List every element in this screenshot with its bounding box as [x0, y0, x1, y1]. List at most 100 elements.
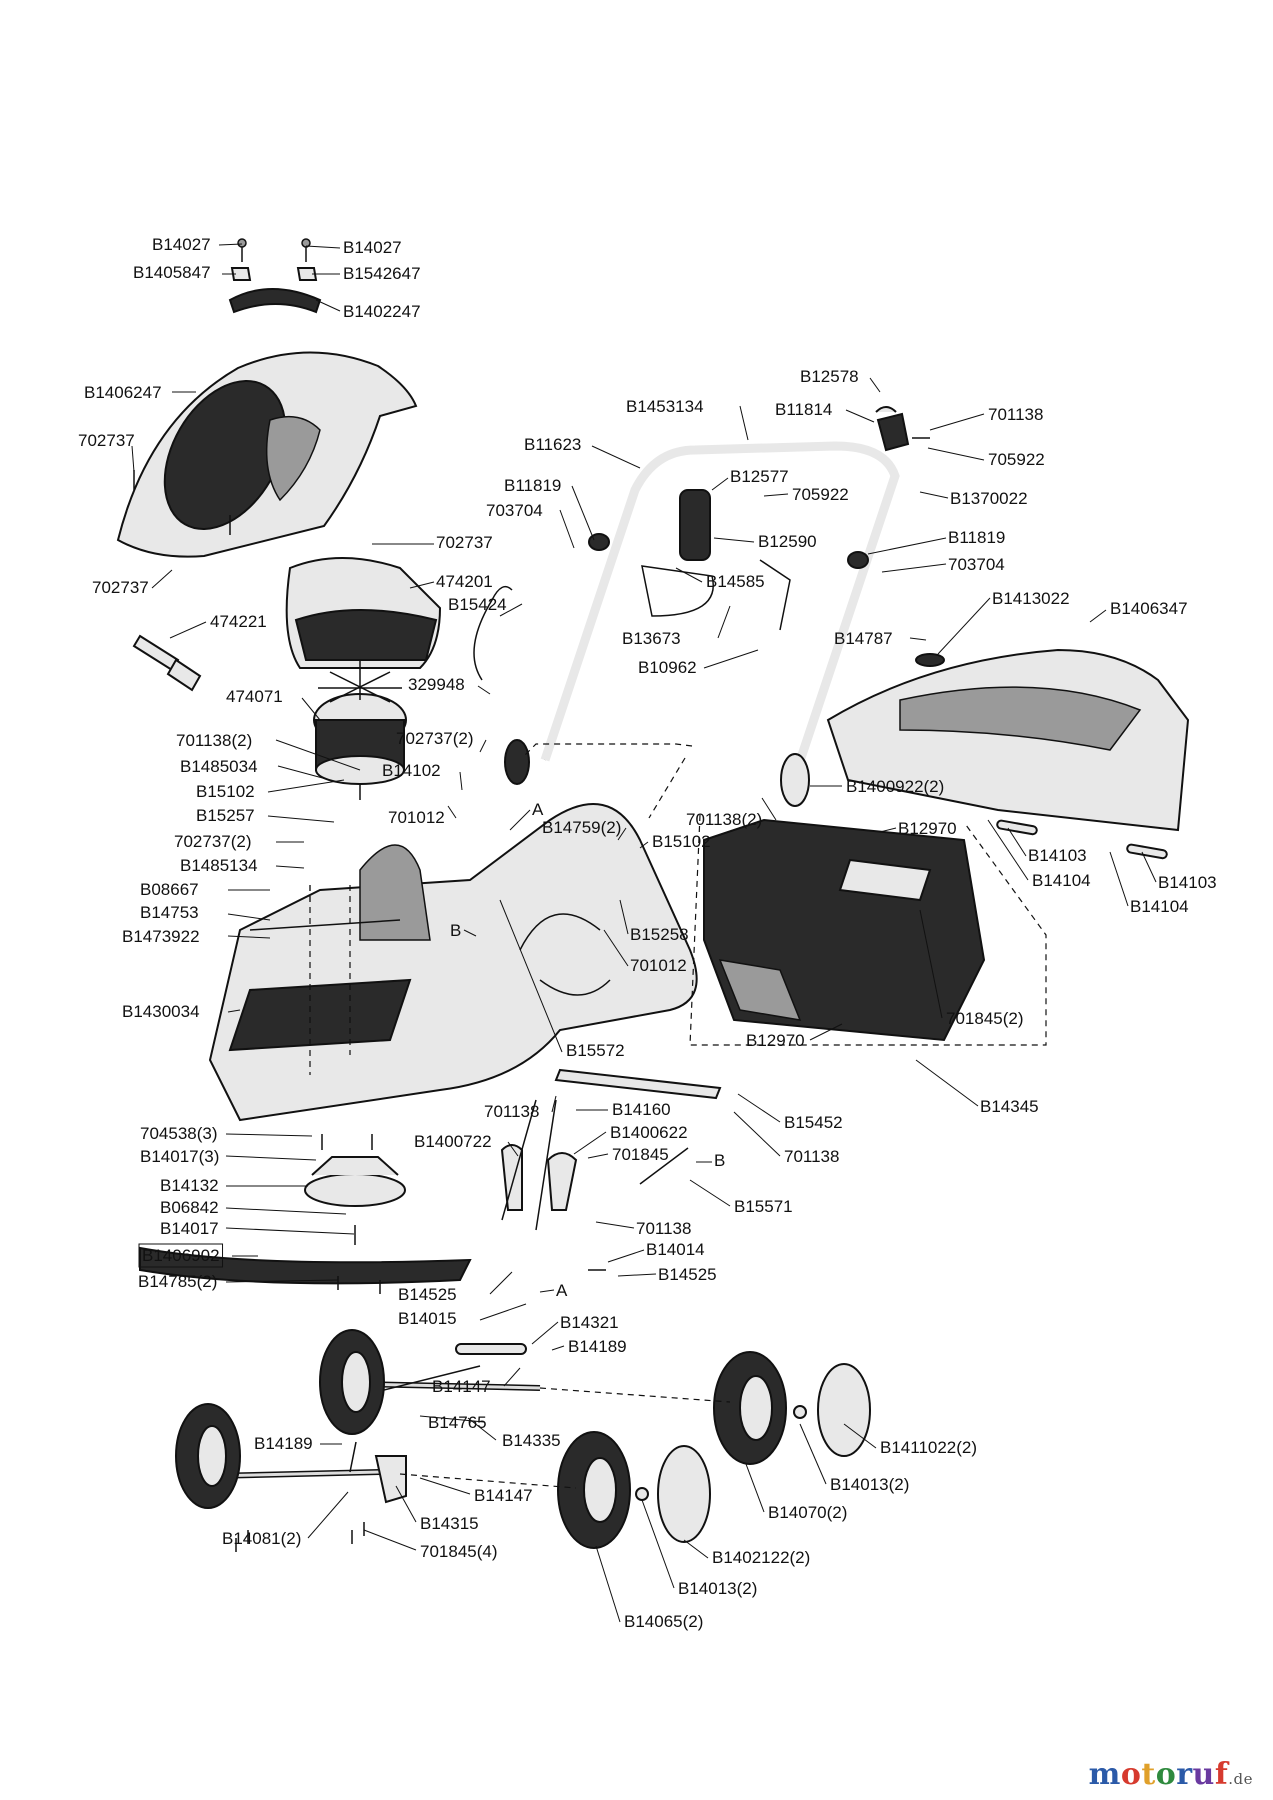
leader-line	[218, 243, 243, 246]
leader-line	[603, 929, 629, 967]
leader-line	[267, 815, 335, 823]
leader-line	[275, 865, 305, 869]
part-label-b08667: B08667	[140, 880, 199, 899]
leader-line	[227, 935, 271, 939]
watermark-letter: t	[1141, 1757, 1156, 1792]
leader-line	[539, 1289, 555, 1293]
part-label-b14102: B14102	[382, 761, 441, 780]
part-label-b14585: B14585	[706, 572, 765, 591]
part-label-a: A	[532, 800, 544, 819]
boxed-label-frame	[138, 1243, 224, 1268]
part-label-b14189: B14189	[254, 1434, 313, 1453]
leader-line	[595, 1545, 621, 1623]
leader-line	[587, 1153, 609, 1159]
part-label-b14014: B14014	[646, 1240, 705, 1259]
part-label-b14070-2: B14070(2)	[768, 1503, 847, 1522]
leader-line	[227, 1009, 241, 1013]
part-label-b14104: B14104	[1130, 897, 1189, 916]
leader-line	[463, 929, 477, 937]
part-label-b12577: B12577	[730, 467, 789, 486]
part-label-b14787: B14787	[834, 629, 893, 648]
fan-shroud	[285, 557, 442, 669]
leader-line	[689, 1179, 731, 1207]
leader-line	[595, 1221, 635, 1229]
leader-line	[867, 537, 947, 555]
leader-line	[919, 491, 949, 499]
part-label-702737-2: 702737(2)	[396, 729, 474, 748]
leader-line	[763, 493, 789, 497]
leader-line	[617, 827, 627, 841]
part-label-b14132: B14132	[160, 1176, 219, 1195]
leader-line	[713, 537, 755, 543]
leader-line	[225, 1279, 339, 1283]
leader-line	[479, 1303, 527, 1321]
part-label-b1400622: B1400622	[610, 1123, 688, 1142]
part-label-329948: 329948	[408, 675, 465, 694]
part-label-701845: 701845	[612, 1145, 669, 1164]
part-label-b11814: B11814	[775, 400, 832, 419]
part-label-b15258: B15258	[630, 925, 689, 944]
leader-line	[225, 1133, 313, 1137]
part-label-b15571: B15571	[734, 1197, 793, 1216]
leader-line	[477, 685, 491, 695]
part-label-b1413022: B1413022	[992, 589, 1070, 608]
part-label-b1402247: B1402247	[343, 302, 421, 321]
watermark-logo: motoruf.de	[1089, 1757, 1253, 1792]
part-label-b1370022: B1370022	[950, 489, 1028, 508]
part-label-b15102: B15102	[652, 832, 711, 851]
part-label-b14013-2: B14013(2)	[830, 1475, 909, 1494]
leader-line	[739, 405, 749, 441]
top-handle-cover	[228, 238, 322, 314]
part-label-b14785-2: B14785(2)	[138, 1272, 217, 1291]
leader-line	[419, 1415, 485, 1423]
part-label-b14189: B14189	[568, 1337, 627, 1356]
leader-line	[225, 1207, 347, 1215]
leader-line	[459, 771, 463, 791]
leader-line	[617, 1273, 657, 1277]
leader-line	[409, 581, 435, 589]
part-label-b14765: B14765	[428, 1413, 487, 1432]
part-label-474201: 474201	[436, 572, 493, 591]
leader-line	[919, 909, 943, 1019]
leader-line	[703, 649, 759, 669]
leader-lines	[131, 243, 1157, 1623]
part-label-b14147: B14147	[474, 1486, 533, 1505]
part-label-705922: 705922	[792, 485, 849, 504]
part-label-b1402122-2: B1402122(2)	[712, 1548, 810, 1567]
leader-line	[503, 1367, 521, 1387]
leader-line	[479, 739, 487, 753]
leader-line	[927, 447, 985, 461]
part-label-b14753: B14753	[140, 903, 199, 922]
leader-line	[733, 1111, 781, 1157]
part-label-b14759-2: B14759(2)	[542, 818, 621, 837]
part-label-b15452: B15452	[784, 1113, 843, 1132]
watermark-letter: f	[1214, 1757, 1229, 1792]
part-label-b10962: B10962	[638, 658, 697, 677]
part-label-b14160: B14160	[612, 1100, 671, 1119]
part-label-702737: 702737	[92, 578, 149, 597]
leader-line	[881, 563, 947, 573]
part-label-701845-2: 701845(2)	[946, 1009, 1024, 1028]
part-label-b1485034: B1485034	[180, 757, 258, 776]
leader-line	[551, 1095, 557, 1113]
part-label-b1400722: B1400722	[414, 1132, 492, 1151]
wheel-front-right	[557, 1431, 711, 1549]
part-label-474071: 474071	[226, 687, 283, 706]
part-label-701138: 701138	[484, 1102, 539, 1121]
part-label-702737-2: 702737(2)	[174, 832, 252, 851]
part-label-b15257: B15257	[196, 806, 255, 825]
part-label-b14335: B14335	[502, 1431, 561, 1450]
leader-line	[809, 1023, 843, 1041]
part-label-b: B	[714, 1151, 725, 1170]
leader-line	[131, 445, 135, 473]
part-label-b1405847: B1405847	[133, 263, 211, 282]
part-label-b14013-2: B14013(2)	[678, 1579, 757, 1598]
leader-line	[641, 1499, 675, 1589]
part-label-b14027: B14027	[343, 238, 402, 257]
handle-switch	[875, 406, 930, 452]
part-label-701138: 701138	[636, 1219, 691, 1238]
watermark-letter: u	[1192, 1757, 1215, 1792]
part-label-b1406902: B1406902	[142, 1246, 220, 1265]
